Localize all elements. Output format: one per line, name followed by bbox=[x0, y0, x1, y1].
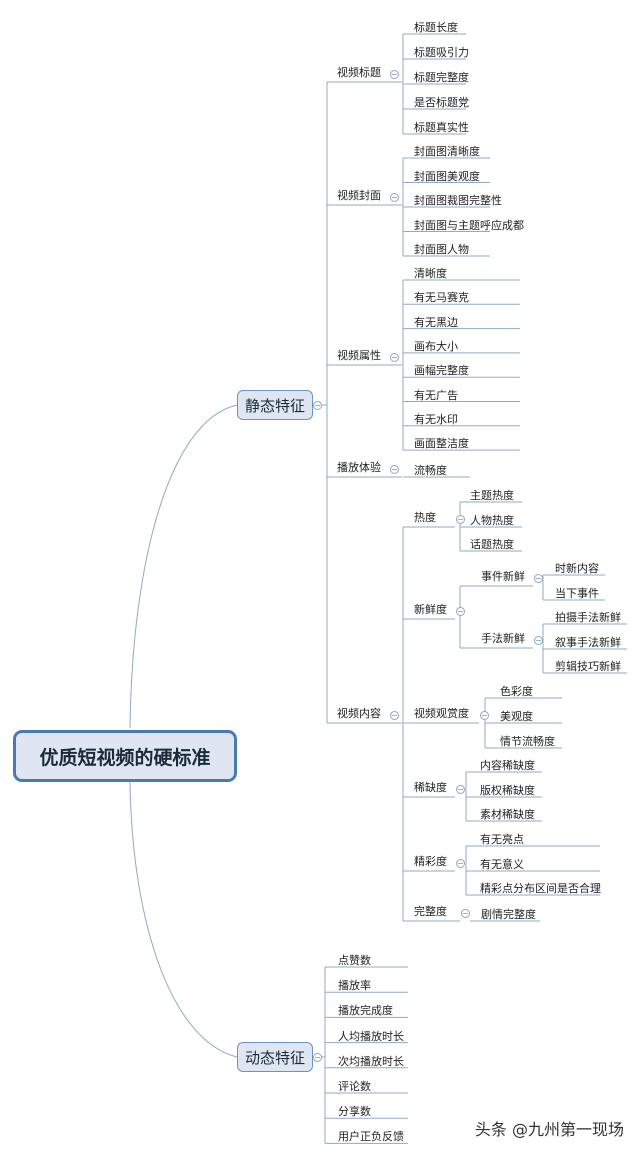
collapse-toggle-icon[interactable]: − bbox=[313, 401, 322, 410]
leaf-node[interactable]: 分享数 bbox=[338, 1105, 371, 1119]
leaf-node[interactable]: 叙事手法新鲜 bbox=[555, 636, 621, 649]
leaf-node[interactable]: 封面图裁图完整性 bbox=[414, 194, 502, 207]
subgroup-freshness[interactable]: 新鲜度 bbox=[414, 603, 447, 616]
collapse-toggle-icon[interactable]: − bbox=[456, 785, 465, 794]
group-playback[interactable]: 播放体验 bbox=[337, 461, 381, 474]
leaf-node[interactable]: 剧情完整度 bbox=[481, 908, 536, 921]
collapse-toggle-icon[interactable]: − bbox=[456, 515, 465, 524]
leaf-node[interactable]: 封面图美观度 bbox=[414, 169, 480, 183]
leaf-node[interactable]: 画幅完整度 bbox=[414, 364, 469, 378]
collapse-toggle-icon[interactable]: − bbox=[313, 1053, 322, 1062]
leaf-node[interactable]: 有无广告 bbox=[414, 388, 458, 402]
root-to-static-curve bbox=[129, 404, 238, 729]
leaf-node[interactable]: 标题真实性 bbox=[414, 121, 469, 134]
group-video-attributes[interactable]: 视频属性 bbox=[337, 349, 381, 362]
group-video-cover[interactable]: 视频封面 bbox=[337, 189, 381, 202]
subgroup-heat[interactable]: 热度 bbox=[414, 511, 436, 524]
leaf-node[interactable]: 当下事件 bbox=[555, 587, 599, 600]
leaf-node[interactable]: 评论数 bbox=[338, 1080, 371, 1093]
leaf-node[interactable]: 画布大小 bbox=[414, 339, 458, 353]
watermark: 头条 @九州第一现场 bbox=[474, 1120, 624, 1139]
group-video-title[interactable]: 视频标题 bbox=[337, 66, 381, 79]
leaf-node[interactable]: 素材稀缺度 bbox=[480, 808, 535, 821]
leaf-node[interactable]: 封面图清晰度 bbox=[414, 145, 480, 158]
leaf-node[interactable]: 标题长度 bbox=[414, 21, 458, 34]
leaf-node[interactable]: 内容稀缺度 bbox=[480, 759, 535, 772]
leaf-node[interactable]: 美观度 bbox=[500, 710, 533, 723]
static-features-label: 静态特征 bbox=[244, 396, 305, 415]
leaf-node[interactable]: 次均播放时长 bbox=[338, 1054, 404, 1068]
leaf-node[interactable]: 版权稀缺度 bbox=[480, 784, 535, 797]
leaf-node[interactable]: 有无意义 bbox=[480, 858, 524, 871]
node-static-features[interactable]: 静态特征 bbox=[237, 390, 313, 420]
root-node[interactable]: 优质短视频的硬标准 bbox=[13, 730, 237, 782]
leaf-node[interactable]: 有无马赛克 bbox=[414, 291, 469, 305]
collapse-toggle-icon[interactable]: − bbox=[390, 70, 399, 79]
collapse-toggle-icon[interactable]: − bbox=[390, 193, 399, 202]
subgroup-watchability[interactable]: 视频观赏度 bbox=[414, 707, 469, 720]
root-to-dynamic-curve bbox=[129, 781, 238, 1058]
collapse-toggle-icon[interactable]: − bbox=[480, 711, 489, 720]
subsub-event-freshness[interactable]: 事件新鲜 bbox=[481, 570, 525, 583]
leaf-node[interactable]: 清晰度 bbox=[414, 267, 447, 280]
collapse-toggle-icon[interactable]: − bbox=[390, 465, 399, 474]
subsub-technique-freshness[interactable]: 手法新鲜 bbox=[481, 632, 525, 645]
leaf-node[interactable]: 封面图人物 bbox=[414, 243, 469, 256]
leaf-node[interactable]: 人物热度 bbox=[470, 514, 514, 527]
collapse-toggle-icon[interactable]: − bbox=[390, 711, 399, 720]
subgroup-scarcity[interactable]: 稀缺度 bbox=[414, 781, 447, 794]
collapse-toggle-icon[interactable]: − bbox=[534, 636, 543, 645]
collapse-toggle-icon[interactable]: − bbox=[456, 859, 465, 868]
leaf-node[interactable]: 时新内容 bbox=[555, 562, 599, 575]
collapse-toggle-icon[interactable]: − bbox=[456, 607, 465, 616]
leaf-node[interactable]: 点赞数 bbox=[338, 954, 371, 967]
collapse-toggle-icon[interactable]: − bbox=[390, 353, 399, 362]
leaf-node[interactable]: 主题热度 bbox=[470, 489, 514, 502]
leaf-node[interactable]: 剪辑技巧新鲜 bbox=[555, 660, 621, 673]
leaf-node[interactable]: 话题热度 bbox=[470, 538, 514, 551]
leaf-node[interactable]: 精彩点分布区间是否合理 bbox=[480, 882, 601, 895]
leaf-node[interactable]: 播放率 bbox=[338, 979, 371, 993]
leaf-node[interactable]: 人均播放时长 bbox=[338, 1029, 404, 1043]
leaf-node[interactable]: 画面整洁度 bbox=[414, 437, 469, 451]
leaf-node[interactable]: 有无黑边 bbox=[414, 315, 458, 329]
subgroup-completeness[interactable]: 完整度 bbox=[414, 905, 447, 918]
dynamic-features-label: 动态特征 bbox=[244, 1048, 305, 1067]
leaf-node[interactable]: 播放完成度 bbox=[338, 1004, 393, 1018]
subgroup-highlights[interactable]: 精彩度 bbox=[414, 855, 447, 868]
group-video-content[interactable]: 视频内容 bbox=[337, 707, 381, 720]
root-label: 优质短视频的硬标准 bbox=[39, 746, 211, 769]
leaf-node[interactable]: 有无水印 bbox=[414, 412, 458, 426]
collapse-toggle-icon[interactable]: − bbox=[534, 574, 543, 583]
leaf-node[interactable]: 用户正负反馈 bbox=[338, 1130, 404, 1144]
node-dynamic-features[interactable]: 动态特征 bbox=[237, 1042, 313, 1072]
leaf-node[interactable]: 有无亮点 bbox=[480, 833, 524, 846]
leaf-node[interactable]: 封面图与主题呼应成都 bbox=[414, 218, 524, 232]
leaf-node[interactable]: 拍摄手法新鲜 bbox=[555, 611, 621, 624]
leaf-node[interactable]: 是否标题党 bbox=[414, 96, 469, 109]
leaf-node[interactable]: 色彩度 bbox=[500, 685, 533, 698]
leaf-node[interactable]: 流畅度 bbox=[414, 464, 447, 477]
leaf-node[interactable]: 标题完整度 bbox=[414, 71, 469, 84]
collapse-toggle-icon[interactable]: − bbox=[461, 909, 470, 918]
leaf-node[interactable]: 标题吸引力 bbox=[414, 46, 469, 59]
leaf-node[interactable]: 情节流畅度 bbox=[500, 735, 555, 748]
